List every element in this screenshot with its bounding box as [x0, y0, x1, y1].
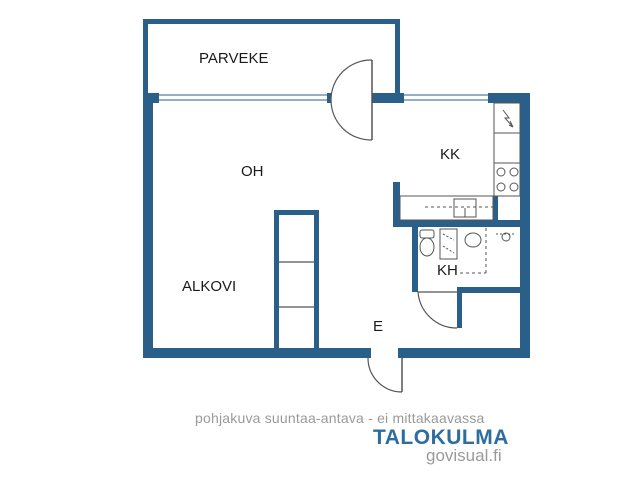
- interior-walls: [274, 182, 530, 352]
- room-label-living-room: OH: [241, 163, 264, 180]
- entrance-door: [367, 348, 403, 393]
- alcove-wardrobe: [279, 261, 314, 308]
- balcony-door: [327, 59, 373, 141]
- bathroom-fixtures: [419, 228, 516, 274]
- balcony-outline: [143, 19, 400, 95]
- brand-logo-text: TALOKULMA: [373, 426, 509, 449]
- floor-plan-drawing: PARVEKE OH KK KH ALKOVI E: [143, 19, 530, 393]
- room-label-entrance: E: [373, 318, 383, 335]
- website-text: govisual.fi: [426, 446, 502, 465]
- windows: [159, 94, 528, 190]
- room-label-bathroom: KH: [437, 262, 458, 279]
- kitchen-fixtures: [399, 102, 521, 221]
- room-label-kitchen: KK: [440, 146, 460, 163]
- electric-sign-icon: [502, 109, 514, 128]
- bathroom-door: [417, 291, 458, 329]
- floor-plan: PARVEKE OH KK KH ALKOVI E: [143, 19, 530, 393]
- disclaimer-text: pohjakuva suuntaa-antava - ei mittakaava…: [195, 410, 485, 426]
- room-label-balcony: PARVEKE: [199, 50, 268, 67]
- room-label-alcove: ALKOVI: [182, 278, 236, 295]
